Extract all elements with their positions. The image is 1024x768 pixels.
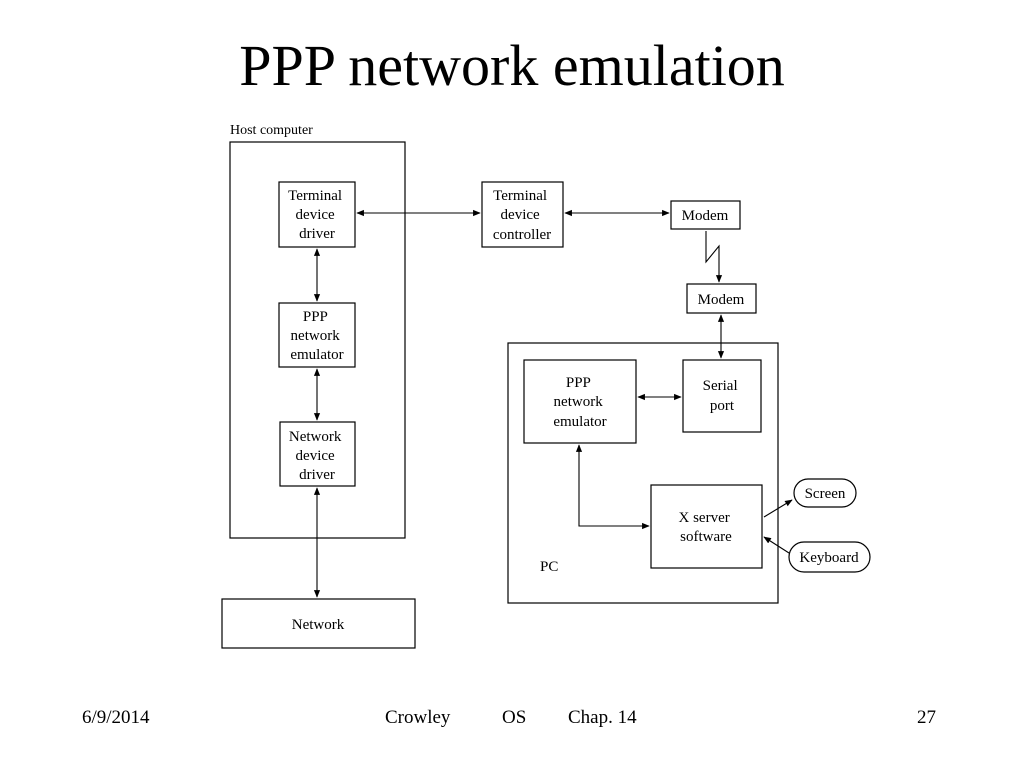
modem-top-box: Modem	[670, 200, 741, 230]
slide-title: PPP network emulation	[239, 33, 785, 98]
ppp-emulator-host-box: PPP network emulator	[278, 302, 356, 368]
ppp-emulator-pc-box: PPP network emulator	[523, 359, 637, 444]
serial-port-box: Serial port	[682, 359, 762, 433]
pc-box	[507, 342, 779, 604]
svg-text:Network: Network	[292, 617, 345, 633]
svg-text:Network device dri: Network device driver	[289, 429, 345, 483]
x-server-box: X server software	[650, 484, 763, 569]
footer-chapter: Chap. 14	[568, 707, 637, 728]
footer-date: 6/9/2014	[82, 707, 150, 728]
host-computer-label: Host computer	[230, 123, 313, 138]
svg-text:Keyboard: Keyboard	[799, 550, 859, 566]
arrow-keyboard-xserver	[763, 536, 790, 554]
modem-link-zigzag	[705, 231, 723, 283]
svg-text:Screen: Screen	[805, 486, 846, 502]
svg-text:Modem: Modem	[698, 292, 745, 308]
network-device-driver-box: Network device driver	[279, 421, 356, 487]
network-box: Network	[221, 598, 416, 649]
svg-text:PPP network emulat: PPP network emulator	[553, 375, 606, 430]
pc-label: PC	[540, 559, 558, 575]
modem-bottom-box: Modem	[686, 283, 757, 314]
svg-text:PPP network emulat: PPP network emulator	[290, 309, 343, 363]
footer-author: Crowley	[385, 707, 451, 728]
svg-text:Modem: Modem	[682, 208, 729, 224]
footer-page-number: 27	[917, 707, 936, 728]
terminal-device-controller-box: Terminal device controller	[481, 181, 564, 248]
svg-text:Terminal device dr: Terminal device driver	[288, 188, 346, 242]
svg-text:Serial port: Serial port	[703, 378, 742, 414]
svg-text:X server software: X server software	[679, 510, 734, 545]
terminal-device-driver-box: Terminal device driver	[278, 181, 356, 248]
arrow-ppp-xserver	[575, 444, 650, 530]
arrow-xserver-screen	[763, 499, 793, 518]
footer-course: OS	[502, 707, 527, 728]
svg-text:Terminal device co: Terminal device controller	[493, 188, 551, 243]
keyboard-node: Keyboard	[788, 541, 871, 573]
screen-node: Screen	[793, 478, 857, 508]
